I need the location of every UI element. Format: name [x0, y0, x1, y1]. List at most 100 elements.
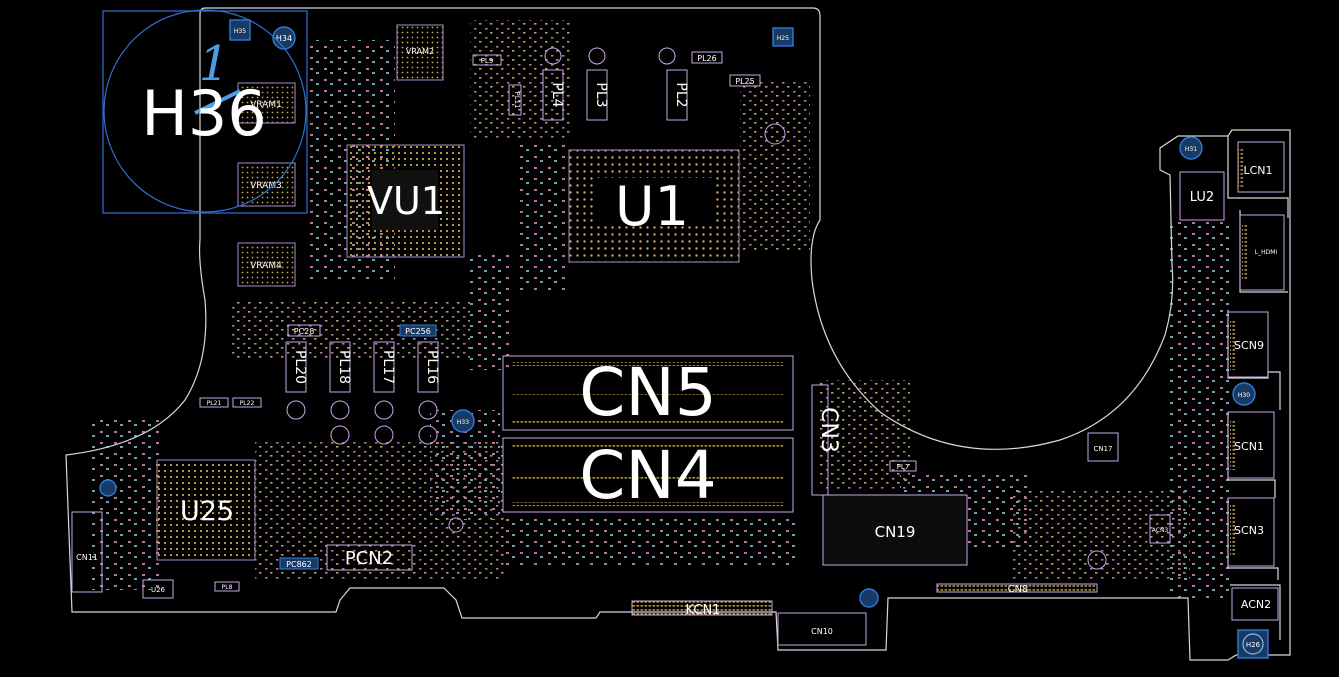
u1-label: U1	[615, 175, 689, 238]
cn11-label: CN11	[76, 553, 98, 562]
pl17-inductor[interactable]: PL17	[373, 341, 396, 393]
pl20-inductor[interactable]: PL20	[285, 341, 308, 393]
scn1-connector[interactable]: SCN1	[1227, 411, 1275, 479]
pl4-inductor[interactable]: PL4	[542, 69, 565, 121]
vram1[interactable]: VRAM1	[237, 82, 296, 124]
h26-label: H26	[1246, 641, 1261, 649]
kcn1-label: KCN1	[686, 603, 721, 618]
small-part-labels: PL9 PL26 PL25 PC28 PC256 PC862 PL21 PL22…	[199, 51, 917, 592]
h33-label: H33	[457, 419, 469, 426]
vram2[interactable]: VRAM2	[396, 24, 444, 81]
acn3-label: ACN3	[1152, 527, 1169, 534]
acn3-component[interactable]: ACN3	[1149, 514, 1171, 544]
vram1-label: VRAM1	[250, 100, 282, 110]
pc256-label: PC256	[405, 327, 431, 336]
vram3[interactable]: VRAM3	[237, 162, 296, 207]
pl11-inductor[interactable]: PL11	[508, 84, 522, 116]
pl9-label: PL9	[481, 57, 494, 65]
cn10-label: CN10	[811, 627, 833, 636]
pl8-label: PL8	[222, 584, 233, 591]
scn9-label: SCN9	[1234, 339, 1264, 352]
cn4-label: CN4	[579, 437, 716, 514]
hole-h26[interactable]: H26	[1237, 629, 1269, 659]
lcn1-label: LCN1	[1243, 164, 1272, 177]
vram4-label: VRAM4	[250, 261, 282, 271]
pl4-label: PL4	[549, 82, 565, 107]
cn11-connector[interactable]: CN11	[71, 511, 103, 593]
cn17-connector[interactable]: CN17	[1087, 432, 1119, 462]
u25-label: U25	[180, 496, 234, 527]
pl16-label: PL16	[424, 350, 440, 384]
l-hdmi-label: L_HDMI	[1255, 249, 1278, 256]
pcn2-label: PCN2	[345, 548, 393, 569]
pl18-inductor[interactable]: PL18	[329, 341, 352, 393]
cn8-label: CN8	[1008, 584, 1029, 595]
lcn1-connector[interactable]: LCN1	[1237, 141, 1285, 193]
pl21-label: PL21	[207, 400, 222, 407]
hole-h33[interactable]: H33	[451, 409, 475, 433]
cn3-label: CN3	[816, 407, 841, 453]
pl3-label: PL3	[593, 82, 609, 107]
vu1-label: VU1	[367, 179, 445, 223]
acn2-connector[interactable]: ACN2	[1231, 587, 1279, 621]
kcn1-connector[interactable]: KCN1	[631, 600, 773, 618]
h31-label: H31	[1185, 146, 1197, 153]
h30-label: H30	[1238, 392, 1250, 399]
pl18-label: PL18	[336, 350, 352, 384]
h34-label: H34	[276, 34, 292, 43]
u25-chip[interactable]: U25	[156, 459, 256, 561]
vram2-label: VRAM2	[406, 47, 434, 56]
small-holes	[99, 479, 1107, 608]
smd-texture	[90, 20, 1230, 600]
l-hdmi-connector[interactable]: L_HDMI	[1239, 214, 1285, 291]
pcn2-connector[interactable]: PCN2	[326, 544, 413, 571]
lu2-label: LU2	[1190, 190, 1214, 205]
cn10-connector[interactable]: CN10	[777, 612, 867, 646]
hole-h31[interactable]: H31	[1179, 136, 1203, 160]
cn17-label: CN17	[1093, 445, 1112, 453]
h35-label: H35	[234, 28, 246, 35]
u26-chip[interactable]: U26	[142, 579, 174, 599]
pl17-label: PL17	[380, 350, 396, 384]
pl2-label: PL2	[673, 82, 689, 107]
pc28-label: PC28	[294, 327, 315, 336]
u1-cpu[interactable]: U1	[568, 149, 740, 263]
cn8-connector[interactable]: CN8	[936, 583, 1098, 595]
pl7-label: PL7	[897, 463, 910, 471]
pl16-inductor[interactable]: PL16	[417, 341, 440, 393]
h25-label: H25	[777, 35, 789, 42]
cn19-label: CN19	[875, 523, 916, 541]
inductor-dots	[286, 47, 786, 445]
h36-selection[interactable]: 1 H36	[102, 9, 308, 214]
pc862-label: PC862	[286, 560, 312, 569]
scn3-label: SCN3	[1234, 524, 1264, 537]
cn4-dimm[interactable]: CN4	[502, 437, 794, 514]
pl25-label: PL25	[735, 77, 754, 86]
pl11-label: PL11	[513, 91, 521, 108]
h36-label: H36	[141, 77, 267, 150]
lu2-component[interactable]: LU2	[1179, 171, 1225, 221]
h36-marker: 1	[199, 36, 230, 92]
u26-label: U26	[151, 586, 166, 594]
vu1-gpu[interactable]: VU1	[346, 144, 465, 258]
pl22-label: PL22	[240, 400, 255, 407]
hole-h30[interactable]: H30	[1232, 382, 1256, 406]
scn1-label: SCN1	[1234, 440, 1264, 453]
hole-h34[interactable]: H34	[272, 26, 296, 50]
cn3-connector[interactable]: CN3	[811, 384, 841, 496]
pl2-inductor[interactable]: PL2	[666, 69, 689, 121]
hole-h35[interactable]: H35	[229, 19, 251, 41]
pl26-label: PL26	[697, 54, 716, 63]
scn3-connector[interactable]: SCN3	[1227, 497, 1275, 567]
scn9-connector[interactable]: SCN9	[1227, 311, 1269, 378]
pl20-label: PL20	[292, 350, 308, 384]
hole-h25[interactable]: H25	[772, 27, 794, 47]
vram3-label: VRAM3	[250, 181, 282, 191]
acn2-label: ACN2	[1241, 598, 1271, 611]
cn19-connector[interactable]: CN19	[822, 494, 968, 566]
cn5-label: CN5	[579, 354, 716, 431]
cn5-dimm[interactable]: CN5	[502, 354, 794, 431]
pl3-inductor[interactable]: PL3	[586, 69, 609, 121]
vram4[interactable]: VRAM4	[237, 242, 296, 287]
